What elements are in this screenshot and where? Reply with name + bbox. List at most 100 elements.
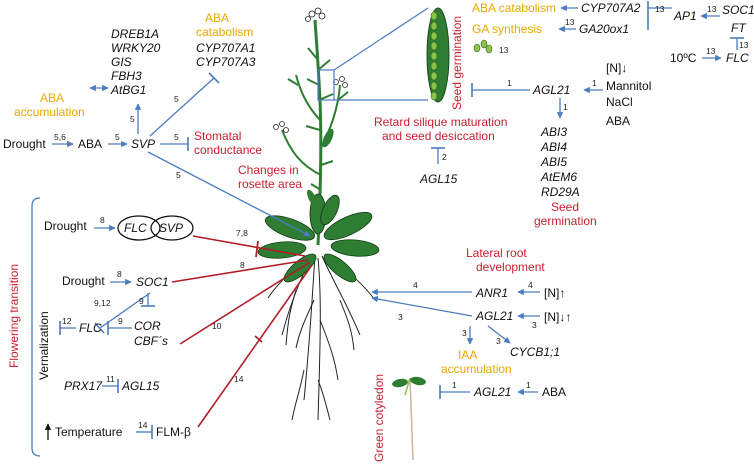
vernalization-label: Vernalization	[37, 311, 51, 380]
ref-cot-1b: 1	[526, 380, 531, 390]
svp-node: SVP	[131, 137, 155, 151]
mannitol-label: Mannitol	[606, 79, 651, 93]
ref-rosette: 5	[176, 170, 181, 180]
rosette-label: Changes in	[238, 163, 299, 177]
green-cotyledon-title: Green cotyledon	[372, 374, 386, 462]
ref-flc-svp: 7,8	[236, 228, 248, 238]
aba-catabolism-label: ABA	[205, 11, 229, 25]
seed-germination-title: Seed germination	[450, 16, 464, 110]
ref-11: 11	[106, 374, 115, 384]
ref-1c: 1	[563, 102, 568, 112]
iaa-accumulation-label-2: accumulation	[441, 362, 512, 376]
flm-node: FLM-β	[156, 425, 191, 439]
iaa-accumulation-label: IAA	[458, 348, 477, 362]
gene-dreb1a: DREB1A	[111, 27, 159, 41]
seed-germination-label: Seed	[551, 200, 579, 214]
silique-highlight-box	[317, 69, 335, 101]
ref-14: 14	[138, 420, 148, 430]
gene-cycb1: CYCB1;1	[510, 345, 560, 359]
ref-3a: 3	[398, 312, 403, 322]
lateral-root-label: Lateral root	[466, 246, 527, 260]
gene-gis: GIS	[111, 55, 132, 69]
svp-node-2: SVP	[159, 221, 183, 235]
ref-13a: 13	[655, 4, 665, 14]
gene-cyp707a3: CYP707A3	[196, 55, 256, 69]
ref-3b: 3	[532, 320, 537, 330]
ref-2: 2	[442, 152, 447, 162]
gene-wrky20: WRKY20	[111, 41, 161, 55]
temp-10c: 10ºC	[670, 51, 697, 65]
drought-1: Drought	[44, 219, 87, 233]
gene-cyp707a2: CYP707A2	[581, 1, 641, 15]
plant-illustration	[257, 7, 380, 421]
ref-d1: 8	[100, 215, 105, 225]
gene-abi3: ABI3	[540, 125, 567, 139]
flc-node-3: FLC	[726, 51, 749, 65]
ref-9-12: 9,12	[94, 298, 111, 308]
flowering-bracket	[31, 197, 41, 457]
cbf-node: CBF´s	[134, 334, 168, 348]
agl15-node-1: AGL15	[121, 379, 160, 393]
seed-germination-label-2: germination	[534, 214, 597, 228]
seedling-illustration	[392, 376, 426, 461]
soc1-node-2: SOC1	[722, 3, 754, 17]
gene-rd29a: RD29A	[541, 185, 580, 199]
cor-node: COR	[134, 319, 161, 333]
aba-catabolism-seed: ABA catabolism	[472, 1, 556, 15]
germinating-seeds-icon	[473, 39, 493, 54]
retard-label: Retard silique maturation	[374, 115, 507, 129]
anr1-node: ANR1	[475, 286, 508, 300]
ref-4a: 4	[413, 280, 418, 290]
ref-svp-cyp: 5	[174, 94, 179, 104]
ref-13c: 13	[739, 40, 749, 50]
ref-9a: 9	[139, 296, 144, 306]
ref-drought-aba: 5,6	[54, 132, 66, 142]
ga-synthesis-label: GA synthesis	[472, 22, 542, 36]
ref-1a: 1	[507, 78, 512, 88]
agl21-node-1: AGL21	[532, 83, 570, 97]
ref-13f: 13	[706, 46, 716, 56]
ref-3d: 3	[496, 336, 501, 346]
drought-label: Drought	[3, 137, 46, 151]
ref-soc1-line: 8	[240, 260, 245, 270]
ref-12: 12	[62, 316, 72, 326]
rosette-label-2: rosette area	[238, 177, 302, 191]
n-down-label: [N]↓	[606, 61, 627, 75]
ref-1b: 1	[592, 78, 597, 88]
gene-fbh3: FBH3	[111, 69, 142, 83]
ft-node: FT	[731, 21, 747, 35]
flowering-transition-title: Flowering transition	[7, 264, 21, 368]
aba-accumulation-label: ABA	[40, 91, 64, 105]
flc-node-2: FLC	[79, 321, 102, 335]
ref-stomatal: 5	[174, 132, 179, 142]
gene-atem6: AtEM6	[540, 170, 577, 184]
aba-label-cotyledon: ABA	[542, 385, 566, 399]
ref-svp-genes: 5	[130, 114, 135, 124]
plant-rosette	[257, 193, 380, 283]
gene-cyp707a1: CYP707A1	[196, 41, 255, 55]
ref-cot-1a: 1	[452, 380, 457, 390]
ref-10: 10	[212, 321, 222, 331]
nacl-label: NaCl	[606, 95, 633, 109]
gene-abi4: ABI4	[540, 140, 567, 154]
ref-3c: 3	[462, 328, 467, 338]
aba-catabolism-label-2: catabolism	[196, 25, 253, 39]
agl15-node-2: AGL15	[419, 172, 458, 186]
prx17-node: PRX17	[64, 379, 103, 393]
agl21-node-3: AGL21	[473, 385, 511, 399]
aba-label-seed: ABA	[606, 114, 630, 128]
gene-abi5: ABI5	[540, 155, 567, 169]
drought-2: Drought	[62, 274, 105, 288]
retard-label-2: and seed desiccation	[382, 129, 495, 143]
ref-9b: 9	[118, 316, 123, 326]
ref-13b: 13	[707, 4, 717, 14]
aba-accumulation-label-2: accumulation	[14, 105, 85, 119]
ref-d2: 8	[117, 269, 122, 279]
lateral-root-label-2: development	[476, 260, 545, 274]
n-up-label: [N]↑	[544, 286, 565, 300]
agl21-node-2: AGL21	[475, 309, 513, 323]
ref-13d: 13	[565, 17, 575, 27]
gene-ga20ox1: GA20ox1	[579, 22, 629, 36]
ref-13e: 13	[499, 45, 509, 55]
